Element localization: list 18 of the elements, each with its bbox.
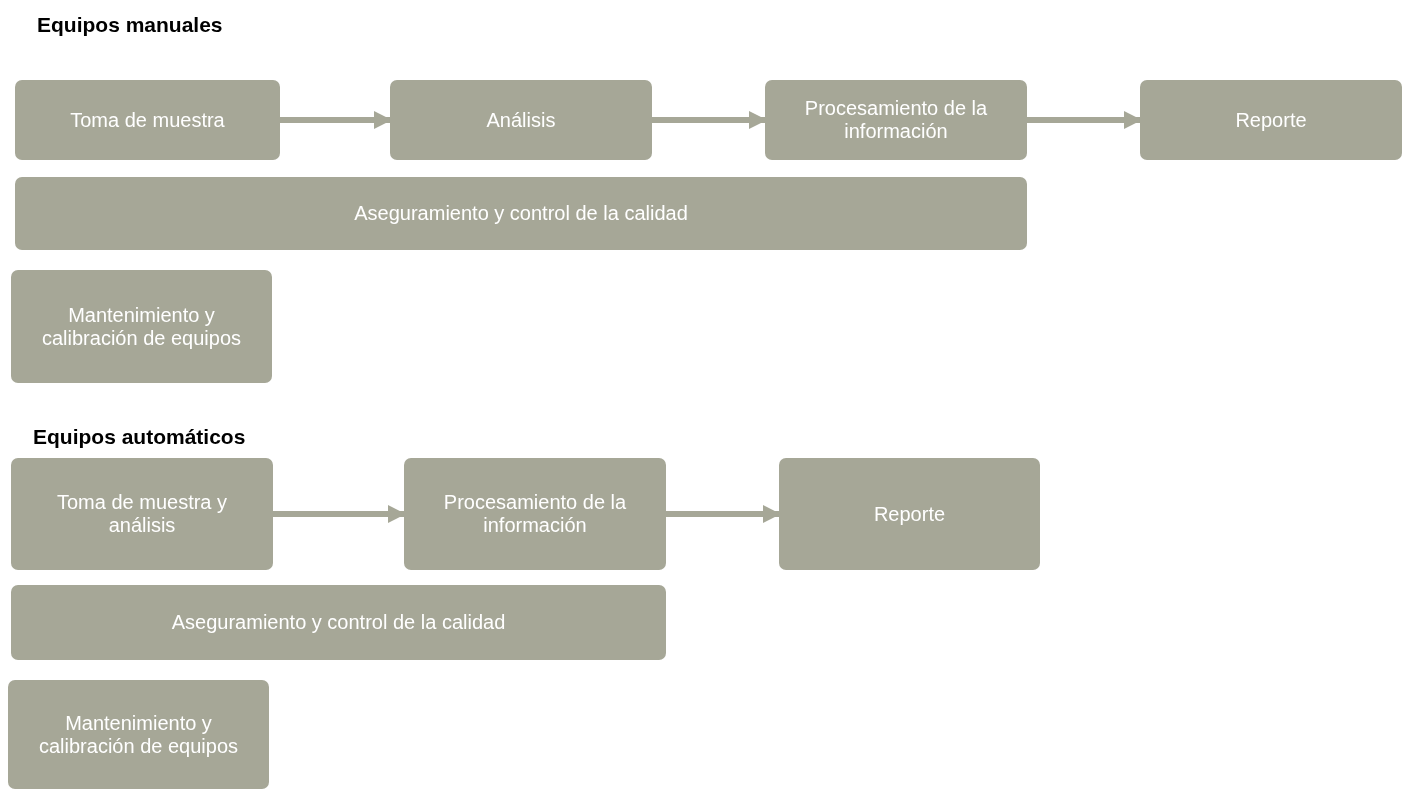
process-box: Reporte — [1140, 80, 1402, 160]
section-heading: Equipos manuales — [37, 13, 223, 37]
arrow — [652, 111, 767, 129]
process-box: Aseguramiento y control de la calidad — [15, 177, 1027, 250]
process-box: Análisis — [390, 80, 652, 160]
process-box: Mantenimiento y calibración de equipos — [11, 270, 272, 383]
process-box: Reporte — [779, 458, 1040, 570]
arrow — [666, 505, 781, 523]
arrow — [273, 505, 406, 523]
process-box: Toma de muestra — [15, 80, 280, 160]
process-box: Procesamiento de la información — [765, 80, 1027, 160]
section-heading: Equipos automáticos — [33, 425, 246, 449]
arrow — [280, 111, 392, 129]
process-box: Aseguramiento y control de la calidad — [11, 585, 666, 660]
arrow — [1027, 111, 1142, 129]
process-box: Procesamiento de la información — [404, 458, 666, 570]
process-box: Toma de muestra y análisis — [11, 458, 273, 570]
process-box: Mantenimiento y calibración de equipos — [8, 680, 269, 789]
